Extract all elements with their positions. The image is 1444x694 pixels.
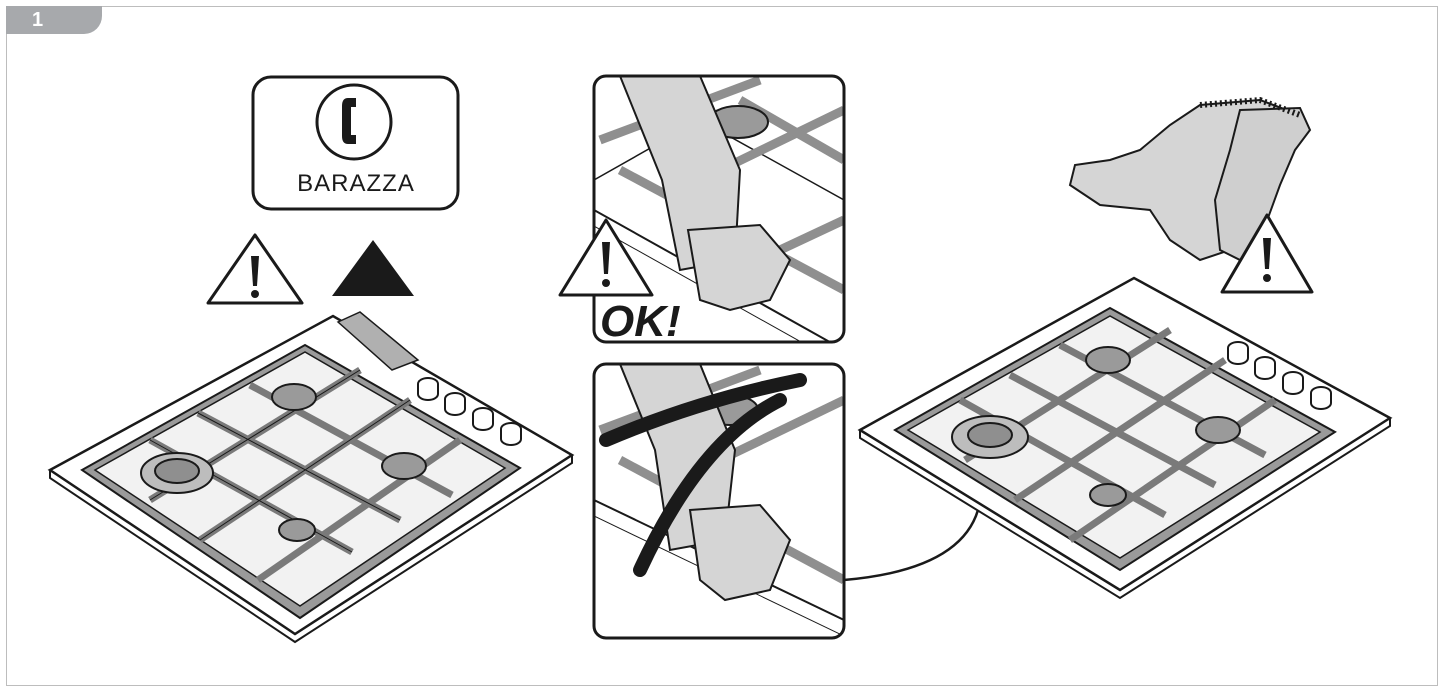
- burner-large: [141, 453, 213, 493]
- callout-connector: [844, 510, 978, 580]
- burner: [279, 519, 315, 541]
- warning-triangle-icon: [208, 235, 302, 303]
- burner: [382, 453, 426, 479]
- ok-label: OK!: [600, 297, 681, 346]
- telephone-handset-icon: [317, 85, 391, 159]
- burner: [1086, 347, 1130, 373]
- correct-handling-panel: OK!: [594, 76, 844, 366]
- barazza-service-sign: BARAZZA: [253, 77, 458, 209]
- burner: [1090, 484, 1126, 506]
- brand-label: BARAZZA: [297, 170, 415, 197]
- burner-large: [952, 416, 1028, 458]
- burner: [1196, 417, 1240, 443]
- incorrect-handling-panel: [594, 364, 844, 638]
- hob-left: [50, 312, 572, 642]
- hob-right: [860, 278, 1390, 598]
- filled-triangle-icon: [332, 240, 414, 296]
- burner: [272, 384, 316, 410]
